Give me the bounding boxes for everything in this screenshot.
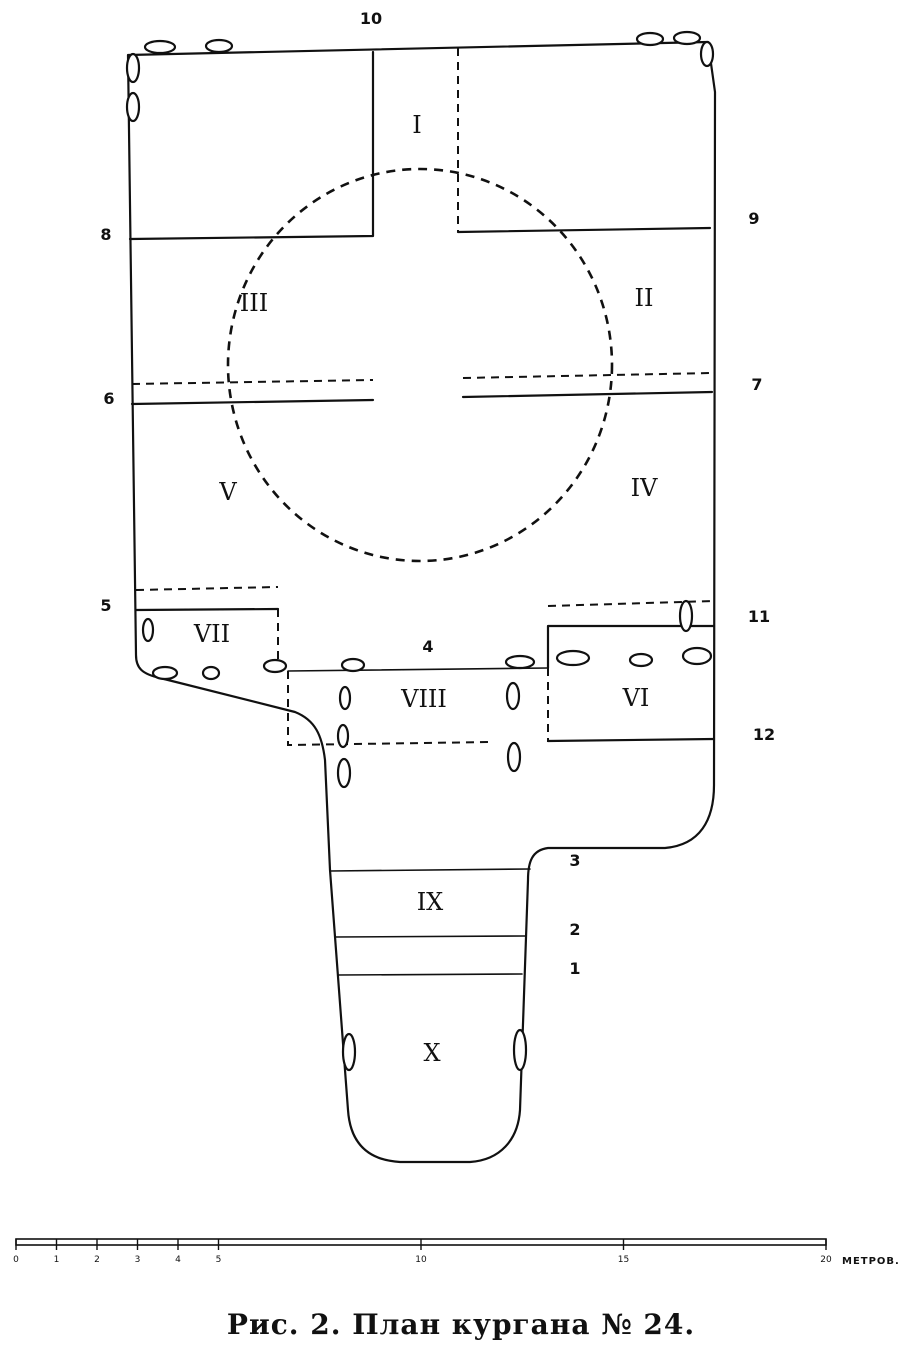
stone (506, 741, 522, 773)
stone (678, 599, 694, 633)
sector-1-left-wall (128, 50, 375, 241)
scale-unit: МЕТРОВ. (842, 1256, 900, 1267)
sector-label-4: IV (631, 474, 658, 502)
sector-7-top-dashed (135, 586, 279, 591)
point-label-3: 3 (569, 851, 580, 870)
stone (505, 681, 521, 711)
line-4 (287, 667, 549, 672)
sector-label-6: VI (622, 684, 650, 712)
point-label-2: 2 (569, 920, 580, 939)
stone (512, 1028, 528, 1072)
stone (204, 38, 234, 54)
sector-label-1: I (412, 111, 421, 139)
scale-tick-label: 15 (618, 1255, 629, 1265)
excavation-outline (126, 40, 717, 1164)
stone (341, 1032, 357, 1072)
scale-tick-label: 0 (13, 1255, 19, 1265)
point-label-9: 9 (748, 209, 759, 228)
scale-tick-label: 3 (135, 1255, 141, 1265)
sector-label-7: VII (193, 620, 230, 648)
point-label-6: 6 (103, 389, 114, 408)
stone (125, 91, 141, 123)
stone (555, 649, 591, 667)
point-label-11: 11 (748, 607, 770, 626)
sector-label-8: VIII (400, 685, 447, 713)
scale-tick-label: 20 (820, 1255, 832, 1265)
point-label-8: 8 (100, 225, 111, 244)
stone (338, 685, 352, 711)
divider-line-6 (130, 398, 375, 406)
sector-label-3: III (240, 289, 268, 317)
scale-tick-label: 2 (94, 1255, 100, 1265)
scale-tick-label: 1 (54, 1255, 60, 1265)
divider-line-6-dashed (131, 379, 374, 385)
stone (125, 52, 141, 84)
figure-caption: Рис. 2. План кургана № 24. (226, 1308, 696, 1341)
point-label-4: 4 (422, 637, 433, 656)
sector-6-bottom (546, 737, 716, 743)
sector-8-dashed (287, 671, 491, 747)
stone (628, 652, 654, 668)
divider-line-7-dashed (462, 372, 713, 379)
point-label-5: 5 (100, 596, 111, 615)
stone (635, 31, 665, 47)
sector-label-10: X (423, 1039, 440, 1067)
stone (340, 657, 366, 673)
line-1 (337, 973, 523, 976)
sector-1-right-floor (456, 226, 712, 234)
stone (262, 658, 288, 674)
stone (336, 757, 352, 789)
point-label-7: 7 (751, 375, 762, 394)
stone (151, 665, 179, 681)
line-3 (329, 868, 531, 872)
sector-label-2: II (635, 284, 654, 312)
sector-label-5: V (218, 478, 237, 506)
sector-6-box (546, 624, 716, 670)
scale-tick-label: 10 (415, 1255, 427, 1265)
stone (672, 30, 702, 46)
scale-ticks: 0 1 2 3 4 5 10 15 20 (13, 1239, 832, 1265)
scale-bar: 0 1 2 3 4 5 10 15 20 МЕТРОВ. (13, 1238, 900, 1267)
stone (336, 723, 350, 749)
stone (141, 617, 155, 643)
scale-tick-label: 4 (175, 1255, 181, 1265)
line-2 (334, 935, 526, 938)
stone (201, 665, 221, 681)
stone (143, 39, 177, 55)
stones (125, 30, 715, 1072)
stone (504, 654, 536, 670)
point-label-1: 1 (569, 959, 580, 978)
sector-7-box (134, 607, 280, 612)
point-label-12: 12 (753, 725, 775, 744)
mound-contour (226, 167, 614, 563)
divider-line-7 (461, 390, 714, 399)
point-label-10: 10 (360, 9, 382, 28)
sector-label-9: IX (417, 888, 444, 916)
stone (699, 40, 715, 68)
scale-tick-label: 5 (216, 1255, 222, 1265)
stone (681, 646, 713, 666)
